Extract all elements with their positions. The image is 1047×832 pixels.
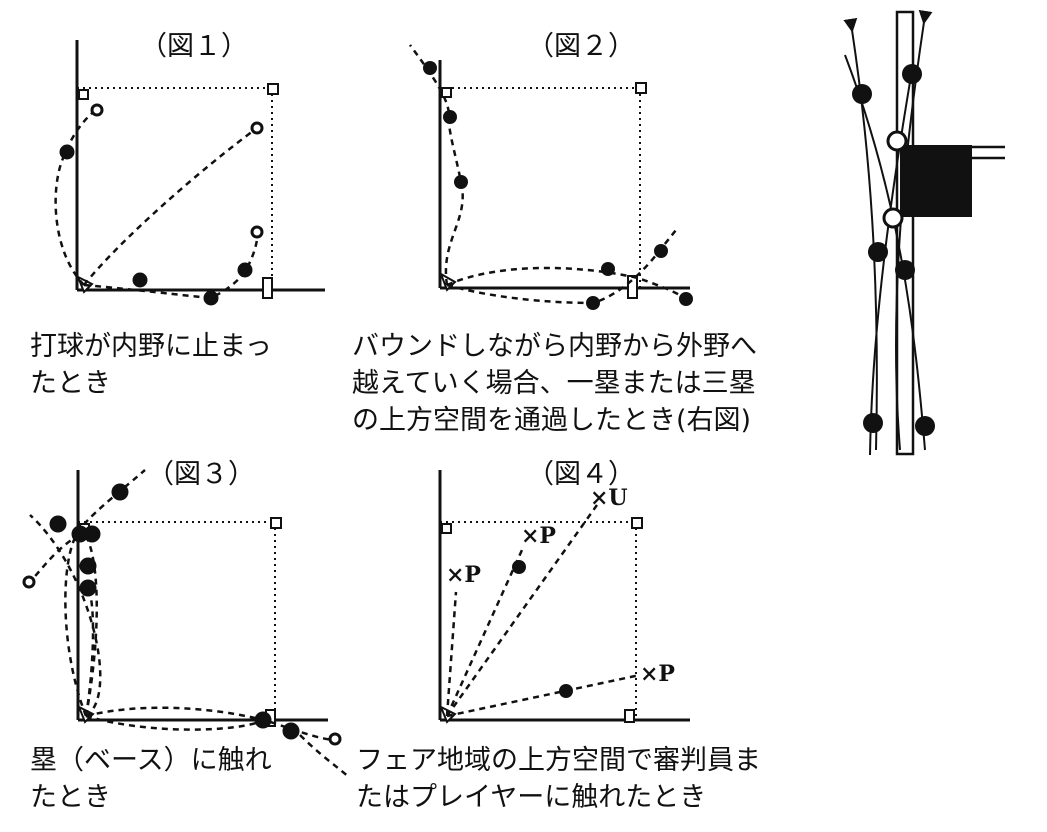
fig4-foul-lines: [438, 470, 690, 722]
closeup-bag-lines: [972, 145, 1005, 160]
fig2-field-outline: [440, 87, 641, 288]
fig3-caption-line-1: 塁（ベース）に触れ: [30, 745, 272, 776]
fig4-second-base: [631, 517, 643, 529]
fig3-title: （図３）: [147, 459, 255, 490]
fig3-caption-line-2: たとき: [30, 782, 111, 813]
fig3-ball-markers: [22, 483, 342, 746]
closeup-ball-markers: [852, 64, 935, 436]
fig2-caption: バウンドしながら内野から外野へ 越えていく場合、一塁または三塁 の上方空間を通過…: [352, 328, 757, 439]
fig4-title: （図４）: [527, 459, 635, 490]
figure-3: [22, 469, 351, 779]
fig3-field-outline: [78, 521, 276, 720]
figure-1: [54, 40, 325, 306]
fig2-caption-line-1: バウンドしながら内野から外野へ: [352, 331, 757, 362]
fig1-caption: 打球が内野に止まっ たとき: [30, 328, 272, 402]
fig3-caption: 塁（ベース）に触れ たとき: [30, 742, 272, 816]
fig1-third-base: [78, 89, 89, 100]
fig4-caption: フェア地域の上方空間で審判員ま たはプレイヤーに触れたとき: [356, 742, 761, 816]
base-closeup: [843, 9, 1005, 456]
fig1-ball-paths: [54, 108, 260, 300]
fig4-player-marker-c: ×P: [640, 661, 675, 687]
fig4-ball-markers: [512, 560, 573, 698]
fig4-umpire-marker: ×U: [590, 485, 628, 511]
fig4-first-base: [624, 709, 635, 723]
fig4-caption-line-2: たはプレイヤーに触れたとき: [356, 782, 707, 813]
fig1-first-base: [262, 277, 273, 299]
closeup-base: [900, 145, 972, 217]
figure-4: [438, 470, 690, 724]
fig3-second-base: [270, 517, 282, 529]
fig4-player-marker-b: ×P: [446, 562, 481, 588]
fig1-bases: [78, 83, 279, 299]
fig3-foul-lines: [76, 470, 328, 722]
fig2-first-base: [627, 275, 638, 299]
fig1-title: （図１）: [140, 31, 248, 62]
fig2-second-base: [635, 82, 647, 94]
fig3-bases: [79, 517, 282, 727]
fig2-third-base: [441, 87, 452, 98]
fig4-field-outline: [440, 521, 637, 720]
fig1-second-base: [267, 83, 279, 95]
figure-2: [408, 44, 693, 310]
fig1-foul-lines: [75, 40, 325, 292]
fig4-third-base: [441, 523, 452, 534]
fig1-field-outline: [77, 87, 273, 290]
fig2-title: （図２）: [527, 31, 635, 62]
fig2-foul-lines: [438, 60, 690, 290]
fig4-bases: [441, 517, 643, 723]
fig2-bases: [441, 82, 647, 299]
fig2-ball-paths: [408, 44, 691, 305]
fig4-ball-paths: [445, 504, 641, 718]
fig1-caption-line-1: 打球が内野に止まっ: [30, 331, 272, 362]
fig1-ball-markers: [59, 103, 264, 306]
fig2-caption-line-3: の上方空間を通過したとき(右図): [352, 405, 752, 436]
fig1-caption-line-2: たとき: [30, 368, 111, 399]
fig2-ball-markers: [423, 61, 693, 310]
fig4-player-marker-a: ×P: [521, 523, 556, 549]
fig2-caption-line-2: 越えていく場合、一塁または三塁: [352, 368, 756, 399]
fig4-caption-line-1: フェア地域の上方空間で審判員ま: [356, 745, 761, 776]
